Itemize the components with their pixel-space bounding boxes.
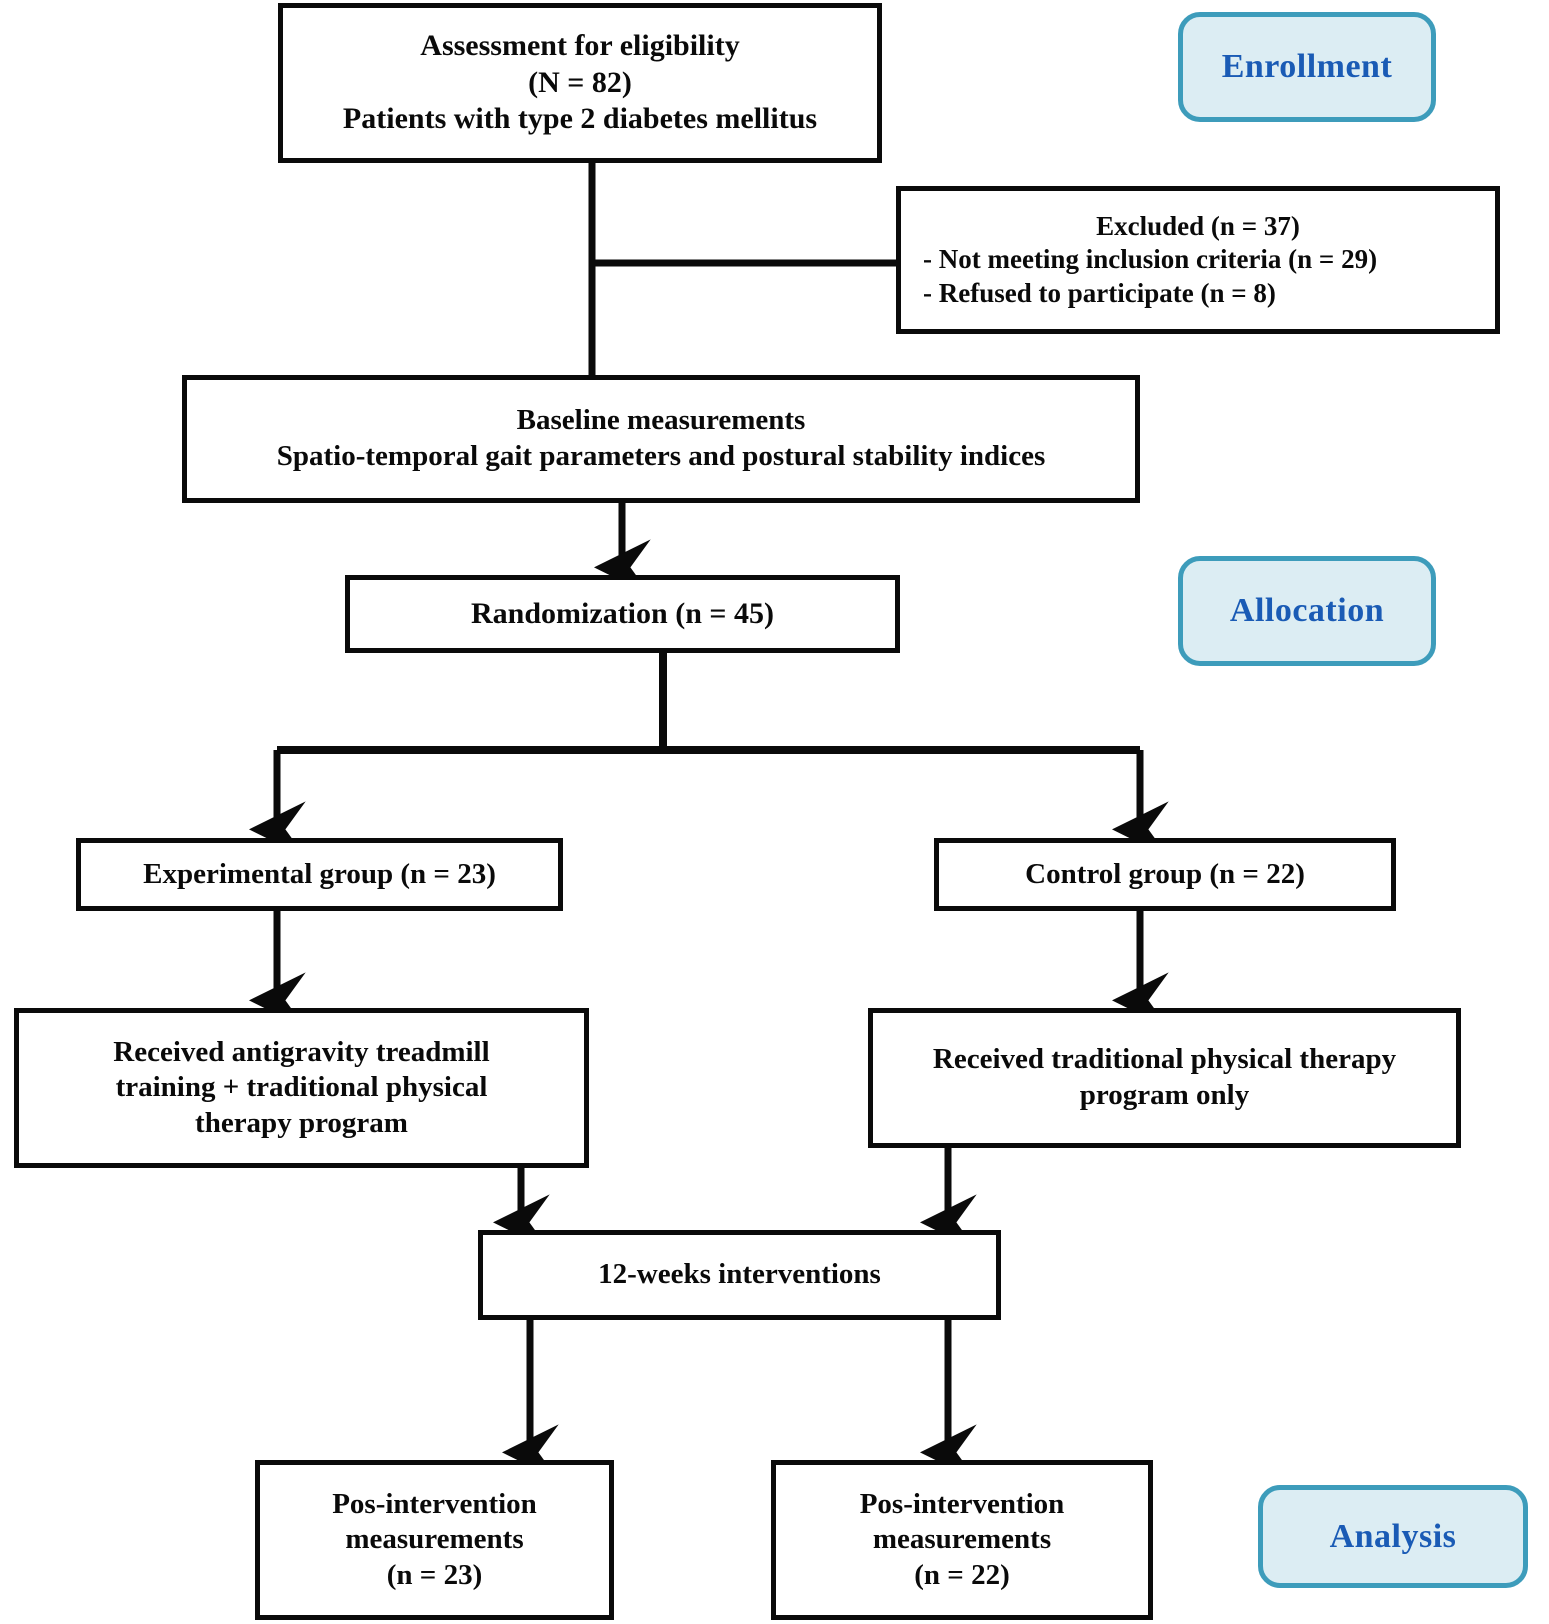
node-line: Randomization (n = 45) [471,596,774,630]
node-line: Spatio-temporal gait parameters and post… [276,440,1046,472]
node-line: program only [1079,1079,1250,1111]
excluded-heading: Excluded (n = 37) [1096,211,1300,242]
node-excluded: Excluded (n = 37) - Not meeting inclusio… [896,186,1500,334]
node-randomization: Randomization (n = 45) [345,575,900,653]
node-line: (n = 22) [914,1558,1010,1591]
node-line: Received antigravity treadmill [113,1035,490,1068]
stage-badge-allocation: Allocation [1178,556,1436,666]
node-interventions-duration: 12-weeks interventions [478,1230,1001,1320]
node-line: Pos-intervention [859,1487,1065,1520]
node-baseline-measurements: Baseline measurements Spatio-temporal ga… [182,375,1140,503]
node-experimental-intervention: Received antigravity treadmill training … [14,1008,589,1168]
stage-badge-analysis: Analysis [1258,1485,1528,1588]
node-line: Received traditional physical therapy [932,1043,1397,1076]
stage-label: Enrollment [1221,48,1393,85]
stage-badge-enrollment: Enrollment [1178,12,1436,122]
node-post-intervention-experimental: Pos-intervention measurements (n = 23) [255,1460,614,1620]
node-control-intervention: Received traditional physical therapy pr… [868,1008,1461,1148]
node-line: (N = 82) [528,65,632,99]
node-line: therapy program [195,1106,408,1139]
node-line: measurements [345,1523,524,1556]
node-line: Assessment for eligibility [420,28,740,62]
node-line: Baseline measurements [516,404,806,437]
node-assessment-for-eligibility: Assessment for eligibility (N = 82) Pati… [278,3,882,163]
node-experimental-group: Experimental group (n = 23) [76,838,563,911]
node-line: Control group (n = 22) [1025,857,1305,890]
node-control-group: Control group (n = 22) [934,838,1396,911]
node-line: (n = 23) [386,1558,483,1591]
node-line: Patients with type 2 diabetes mellitus [342,102,818,136]
node-line: 12-weeks interventions [598,1258,881,1291]
node-post-intervention-control: Pos-intervention measurements (n = 22) [771,1460,1153,1620]
node-line: Experimental group (n = 23) [143,857,496,890]
node-line: Pos-intervention [332,1487,537,1520]
node-line: measurements [872,1523,1052,1556]
node-line: training + traditional physical [115,1071,488,1104]
excluded-bullet: - Not meeting inclusion criteria (n = 29… [923,244,1378,275]
stage-label: Allocation [1229,592,1385,629]
excluded-bullet: - Refused to participate (n = 8) [923,277,1276,308]
stage-label: Analysis [1329,1517,1457,1555]
